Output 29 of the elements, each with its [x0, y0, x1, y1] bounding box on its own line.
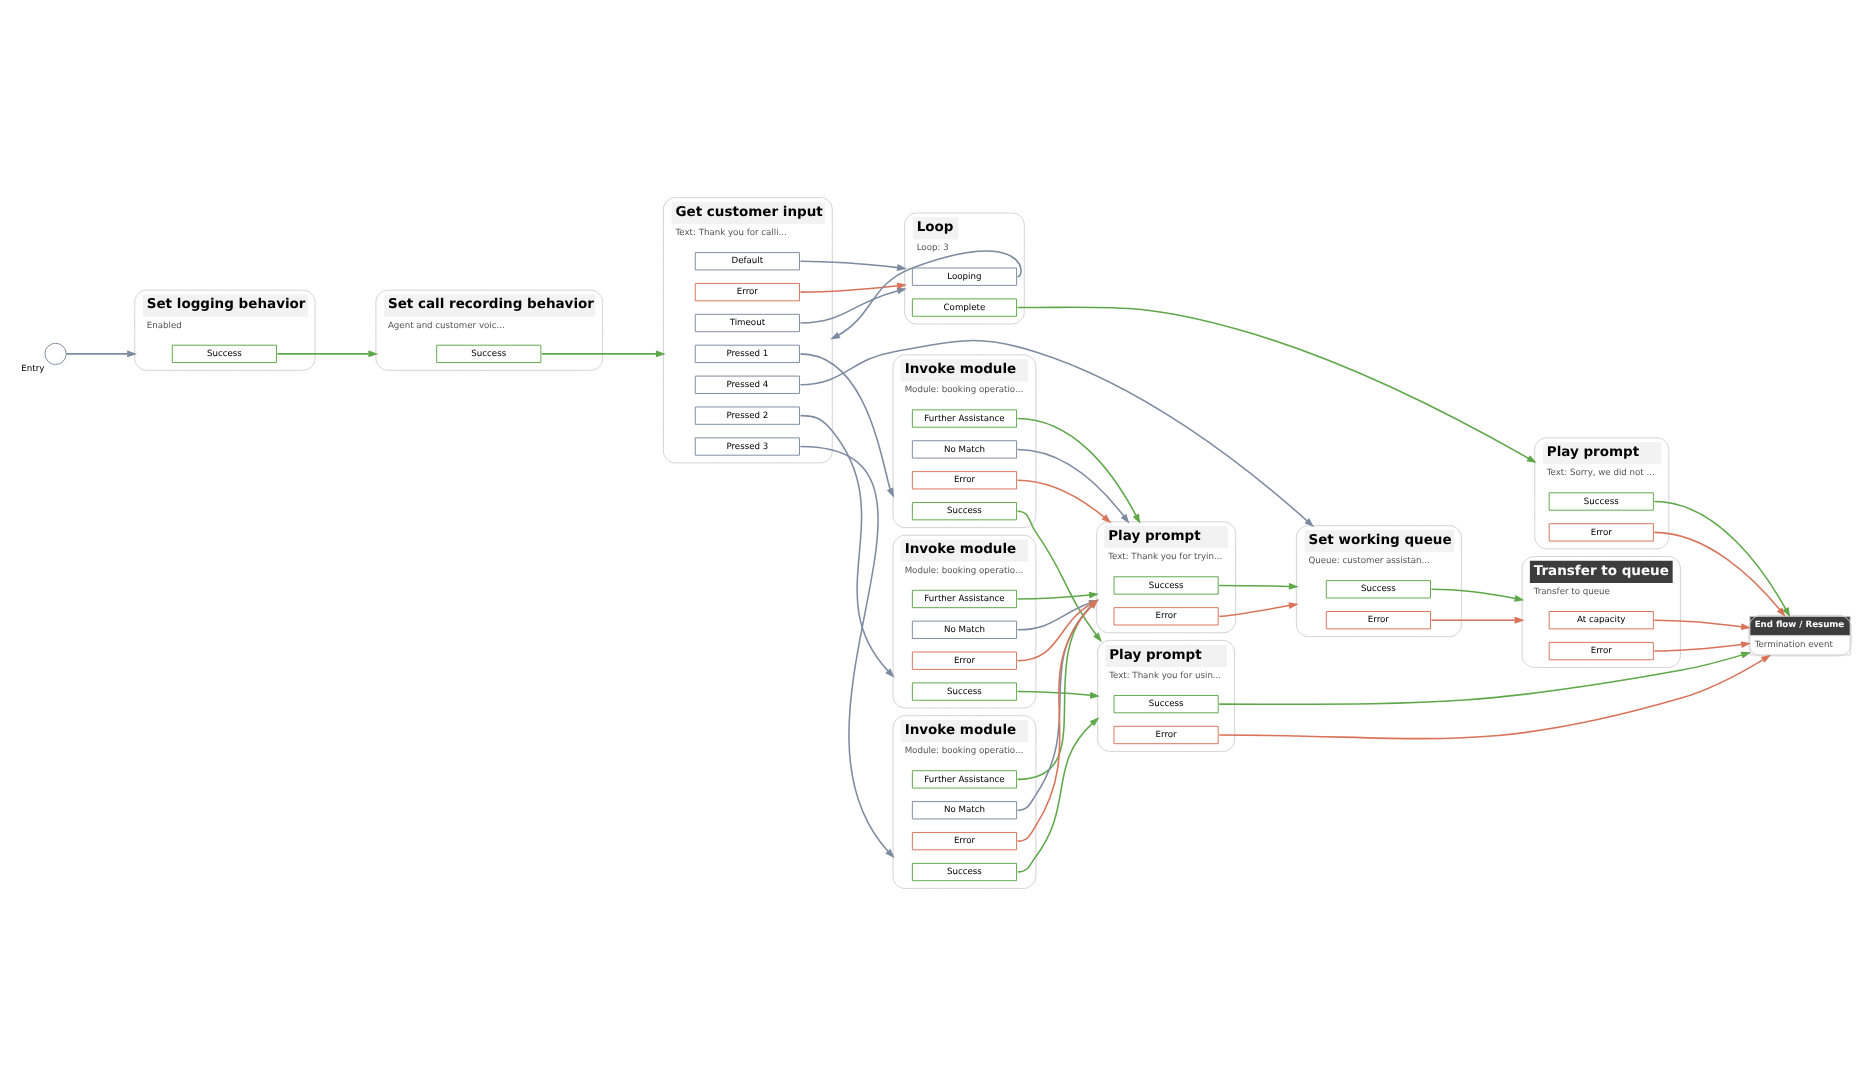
arrow	[799, 413, 895, 677]
arrow	[1016, 590, 1099, 599]
arrow	[1218, 650, 1752, 704]
arrow	[541, 349, 666, 357]
arrow	[799, 338, 1315, 527]
arrow	[1016, 447, 1130, 523]
arrow	[65, 349, 137, 357]
arrow	[799, 352, 894, 497]
arrow	[1430, 587, 1525, 601]
node-circle	[44, 341, 67, 364]
arrow	[799, 286, 907, 323]
arrow	[830, 249, 1022, 339]
arrow	[1218, 601, 1299, 617]
arrow	[276, 349, 379, 357]
arrow	[799, 444, 895, 858]
arrow	[799, 281, 907, 292]
arrow	[1016, 716, 1100, 872]
arrow	[1016, 689, 1100, 698]
arrow	[1653, 640, 1751, 651]
arrow	[1218, 653, 1772, 739]
arrow	[1016, 478, 1112, 523]
arrow	[1016, 416, 1141, 523]
arrow	[1218, 581, 1299, 589]
arrow	[1653, 530, 1786, 617]
arrow	[1653, 618, 1751, 630]
arrow	[799, 259, 907, 270]
arrow	[1016, 305, 1537, 463]
arrow	[1430, 615, 1525, 623]
arrow	[1653, 499, 1791, 617]
